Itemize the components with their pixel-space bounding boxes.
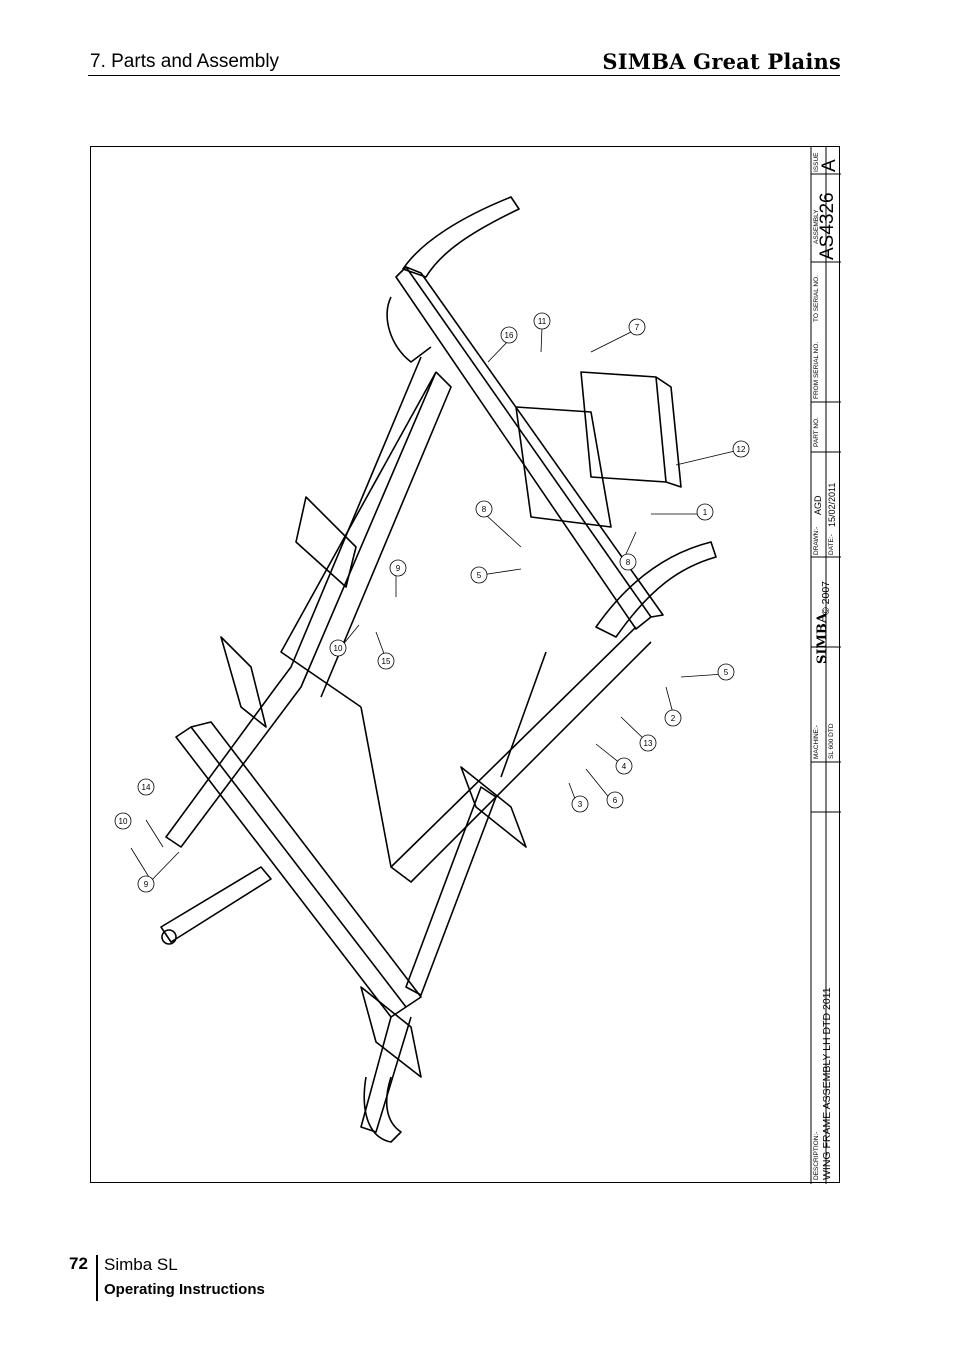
callout-15: 15 [377, 652, 395, 670]
svg-text:15: 15 [382, 657, 391, 666]
section-title: 7. Parts and Assembly [90, 51, 280, 72]
svg-text:8: 8 [626, 558, 631, 567]
callout-8a: 8 [475, 500, 493, 518]
callout-13: 13 [639, 734, 657, 752]
callout-9b: 9 [137, 875, 155, 893]
assembly-drawing: 16 11 7 12 1 8 8 5 9 10 15 5 2 13 4 3 6 … [114, 147, 841, 1184]
callout-9a: 9 [389, 559, 407, 577]
issue-value: A [819, 159, 840, 172]
callout-12: 12 [732, 440, 750, 458]
brand-logo: SIMBA Great Plains [602, 49, 841, 74]
callout-14: 14 [137, 778, 155, 796]
drawing-frame: 16 11 7 12 1 8 8 5 9 10 15 5 2 13 4 3 6 … [90, 146, 841, 1184]
callout-labels: 16 11 7 12 1 8 8 5 9 10 15 5 2 13 4 3 6 … [114, 312, 750, 893]
footer-divider [96, 1255, 98, 1301]
title-block-logo: SIMBA [815, 613, 830, 664]
description-label: DESCRIPTION:- [813, 1131, 820, 1180]
callout-4: 4 [615, 757, 633, 775]
callout-10b: 10 [114, 812, 132, 830]
svg-text:9: 9 [144, 880, 149, 889]
callout-1: 1 [696, 503, 714, 521]
callout-10a: 10 [329, 639, 347, 657]
date-value: 15/02/2011 [827, 482, 837, 527]
page-number: 72 [69, 1254, 88, 1273]
svg-text:14: 14 [142, 783, 151, 792]
title-block-grid [810, 147, 841, 1184]
callout-6: 6 [606, 791, 624, 809]
to-serial-label: TO SERIAL NO. [813, 275, 820, 322]
copyright: © 2007 [820, 580, 832, 615]
callout-5b: 5 [717, 663, 735, 681]
drawn-label: DRAWN:- [813, 526, 820, 555]
svg-text:2: 2 [671, 714, 676, 723]
callout-3: 3 [571, 795, 589, 813]
header-divider [88, 75, 840, 76]
footer-product: Simba SL [104, 1255, 178, 1274]
svg-text:16: 16 [505, 331, 514, 340]
callout-5a: 5 [470, 566, 488, 584]
callout-11: 11 [533, 312, 551, 330]
svg-text:9: 9 [396, 564, 401, 573]
svg-text:5: 5 [477, 571, 482, 580]
drawn-value: AGD [813, 495, 823, 515]
svg-text:4: 4 [622, 762, 627, 771]
svg-text:7: 7 [635, 323, 640, 332]
svg-text:8: 8 [482, 505, 487, 514]
svg-text:10: 10 [334, 644, 343, 653]
callout-7: 7 [628, 318, 646, 336]
svg-text:13: 13 [644, 739, 653, 748]
footer-subtitle: Operating Instructions [104, 1281, 265, 1298]
description-value: WING FRAME ASSEMBLY LH DTD 2011 [821, 987, 833, 1180]
svg-text:3: 3 [578, 800, 583, 809]
svg-text:1: 1 [703, 508, 708, 517]
date-label: DATE:- [828, 534, 835, 555]
svg-text:12: 12 [737, 445, 746, 454]
svg-text:11: 11 [538, 317, 547, 326]
machine-label: MACHINE:- [813, 725, 820, 759]
svg-text:10: 10 [119, 817, 128, 826]
from-serial-label: FROM SERIAL NO. [813, 341, 820, 399]
callout-leaders [130, 326, 740, 886]
assembly-value: AS4326 [817, 192, 838, 260]
svg-text:5: 5 [724, 668, 729, 677]
callout-8b: 8 [619, 553, 637, 571]
svg-text:6: 6 [613, 796, 618, 805]
wing-frame-outline [160, 196, 717, 1143]
callout-16: 16 [500, 326, 518, 344]
machine-value: SL 600 DTD [828, 723, 835, 759]
part-no-label: PART NO. [813, 417, 820, 447]
callout-2: 2 [664, 709, 682, 727]
